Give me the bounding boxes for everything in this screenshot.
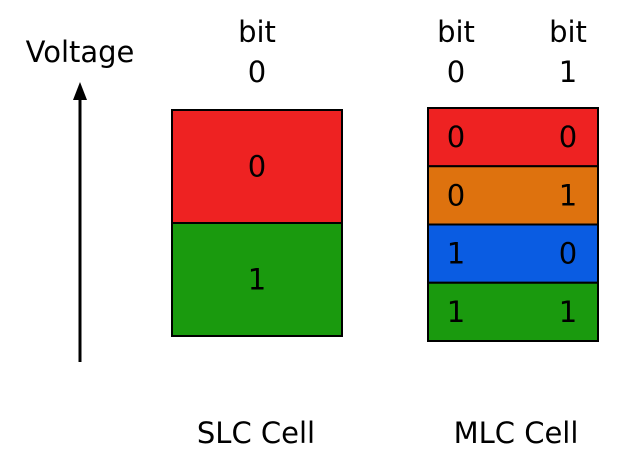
mlc-cell: bit 0 bit 1 0 0 0 1 1 0 1 1 <box>427 15 599 342</box>
mlc-bit-header-word-1: bit <box>549 15 587 49</box>
mlc-level-bit-1-1: 1 <box>559 178 577 212</box>
arrow-up-icon <box>73 82 87 100</box>
mlc-level-bit-3-0: 1 <box>447 295 465 329</box>
slc-bit-header-word-0: bit <box>238 15 276 49</box>
mlc-bit-header-index-0: 0 <box>447 55 465 89</box>
slc-cell: bit 0 0 1 <box>171 15 343 337</box>
mlc-level-bit-1-0: 0 <box>447 178 465 212</box>
slc-level-bit-0-0: 0 <box>248 150 266 184</box>
mlc-caption: MLC Cell <box>454 416 579 450</box>
mlc-level-bit-0-0: 0 <box>447 120 465 154</box>
slc-bit-header-index-0: 0 <box>248 55 266 89</box>
slc-caption: SLC Cell <box>197 416 315 450</box>
mlc-level-bit-2-0: 1 <box>447 237 465 271</box>
slc-level-bit-1-0: 1 <box>248 263 266 297</box>
voltage-axis-arrow <box>73 82 87 362</box>
mlc-level-bit-3-1: 1 <box>559 295 577 329</box>
mlc-bit-header-word-0: bit <box>437 15 475 49</box>
mlc-level-bit-0-1: 0 <box>559 120 577 154</box>
mlc-level-box-3 <box>427 281 599 342</box>
slc-level-box-1 <box>171 222 343 337</box>
mlc-bit-header-index-1: 1 <box>559 55 577 89</box>
mlc-level-box-2 <box>427 223 599 284</box>
voltage-axis-label: Voltage <box>26 35 135 69</box>
mlc-level-bit-2-1: 0 <box>559 237 577 271</box>
